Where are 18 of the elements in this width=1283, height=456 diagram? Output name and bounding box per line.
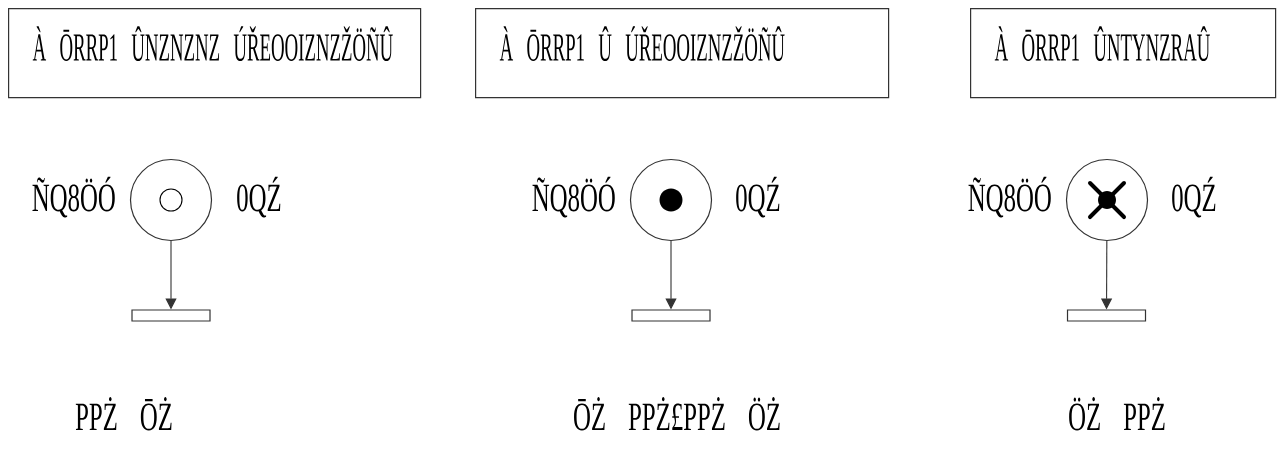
- caption-text: PPŻ ŌŻ: [75, 397, 172, 431]
- heading-box: À ŌRRP1 ÛNZNZNZ ÚŘEOOIZNZŽÖÑÛ: [8, 8, 422, 99]
- heading-box: À ŌRRP1 Û ÚŘEOOIZNZŽÖÑÛ: [475, 8, 890, 99]
- side-label: 0QŹ: [736, 176, 780, 218]
- side-label: 0QŹ: [1172, 176, 1216, 218]
- side-label: ÑQ8ÖÓ: [968, 176, 1051, 218]
- heading-box: À ŌRRP1 ÛNTYNZRAÛ: [970, 8, 1277, 99]
- side-label: ÑQ8ÖÓ: [32, 176, 115, 218]
- transition-bar: [131, 309, 211, 322]
- caption-text: ÖŻ PPŻ: [1069, 397, 1165, 431]
- place-circle: [1065, 158, 1149, 242]
- side-label: 0QŹ: [237, 176, 281, 218]
- place-circle: [629, 158, 713, 242]
- side-label: ÑQ8ÖÓ: [532, 176, 615, 218]
- transition-bar: [1066, 309, 1147, 322]
- place-circle: [129, 158, 213, 242]
- caption-text: ŌŻ PPŻ£PPŻ ÖŻ: [574, 397, 780, 431]
- transition-bar: [631, 309, 711, 322]
